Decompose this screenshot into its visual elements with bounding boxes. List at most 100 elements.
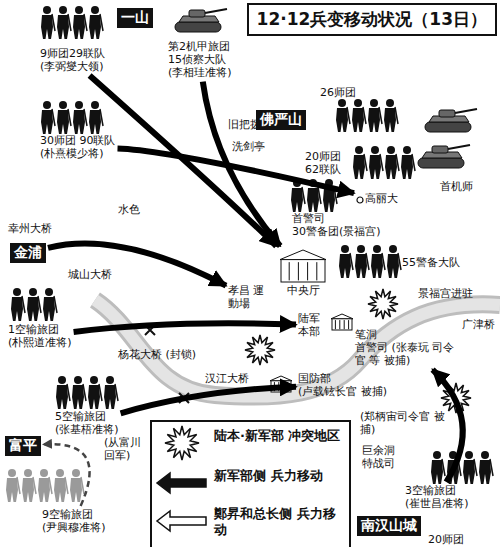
node-text: (卢载铉长官 被捕) <box>298 385 387 398</box>
legend-clash-symbol <box>165 426 199 460</box>
soldier-icon <box>369 146 383 179</box>
soldier-icon <box>41 101 55 134</box>
node-text: 15侦察大队 <box>168 53 232 66</box>
soldier-body <box>38 478 50 502</box>
soldier-body <box>339 254 351 278</box>
soldier-rifle <box>67 384 70 401</box>
node-text: 金浦 <box>14 244 42 262</box>
node-text: 一山 <box>121 9 149 27</box>
site-dot <box>356 196 364 204</box>
soldier-rifle <box>396 154 399 171</box>
soldier-icon <box>27 288 41 321</box>
building-column <box>289 262 290 280</box>
soldier-rifle <box>22 296 25 313</box>
soldier-body <box>57 15 69 39</box>
soldier-rifle <box>100 109 103 126</box>
dashed-move-arrow <box>43 444 90 506</box>
soldier-rifle <box>366 253 369 270</box>
map-label: 景福宫进驻 <box>418 287 473 300</box>
soldier-rifle <box>318 187 321 204</box>
unit-label: 1空输旅团(朴熙道准将) <box>8 323 72 349</box>
soldier-head <box>59 101 67 109</box>
soldier-rifle <box>100 14 103 31</box>
node-text: 第2机甲旅团 <box>168 40 232 53</box>
soldier-rifle <box>83 384 86 401</box>
soldier-icon <box>355 245 369 278</box>
node-text: 3空输旅团 <box>405 484 469 497</box>
soldier-head <box>355 146 363 154</box>
soldier-icon <box>22 469 36 502</box>
node-text: 孝昌 運動場 <box>228 284 268 310</box>
unit-label: 26师团 <box>320 86 356 99</box>
soldier-body <box>72 385 84 409</box>
tank-icon <box>175 9 227 32</box>
node-text: 1空输旅团 <box>8 323 72 336</box>
soldier-rifle <box>38 296 41 313</box>
soldier-rifle <box>302 187 305 204</box>
node-text: (朴熙道准将) <box>8 336 72 349</box>
soldier-body <box>431 460 443 484</box>
tank-barrel <box>448 145 470 149</box>
soldier-head <box>387 146 395 154</box>
soldier-icon <box>371 245 385 278</box>
map-label: (从富川 回军) <box>104 436 148 462</box>
soldier-icon <box>11 288 25 321</box>
soldier-rifle <box>382 253 385 270</box>
legend-text: 陆本·新军部 冲突地区 <box>214 428 342 444</box>
soldier-icon <box>104 376 118 409</box>
node-text: 国防部 <box>298 372 387 385</box>
place-box: 南汉山城 <box>357 516 421 536</box>
soldier-head <box>403 146 411 154</box>
building-column <box>307 262 308 280</box>
building-column <box>316 262 317 280</box>
soldier-body <box>479 460 491 484</box>
soldier-icon <box>57 6 71 39</box>
troop-move-arrow <box>121 387 296 414</box>
unit-label: 55警备大队 <box>402 256 460 269</box>
soldier-head <box>45 288 53 296</box>
soldier-icon <box>387 245 401 278</box>
soldier-icon <box>41 6 55 39</box>
soldier-head <box>59 6 67 14</box>
clash-symbol <box>245 335 275 365</box>
soldier-icon <box>70 469 84 502</box>
soldier-rifle <box>99 384 102 401</box>
troop-move-arrow <box>48 243 226 285</box>
map-label: 洗剑亭 <box>232 140 265 153</box>
soldier-body <box>41 110 53 134</box>
node-text: (张基梧准将) <box>55 423 119 436</box>
legend-box: 陆本·新军部 冲突地区新军部侧 兵力移动鄭昇和总长侧 兵力移动 <box>150 420 351 547</box>
soldier-rifle <box>380 154 383 171</box>
soldier-icon <box>336 99 350 132</box>
building-node: 陆军 本部 <box>298 312 328 338</box>
soldier-body <box>336 108 348 132</box>
unit-label: 3空输旅团(崔世昌准将) <box>405 484 469 510</box>
soldier-head <box>58 376 66 384</box>
node-text: (李相珪准将) <box>168 66 232 79</box>
soldier-icon <box>431 451 445 484</box>
soldier-icon <box>385 146 399 179</box>
soldier-rifle <box>84 14 87 31</box>
unit-label: 9师团29联队(李弼燮大领) <box>40 47 105 73</box>
soldier-head <box>91 6 99 14</box>
map-label: 广津桥 <box>462 318 495 331</box>
soldier-rifle <box>395 107 398 124</box>
soldier-body <box>463 460 475 484</box>
soldier-body <box>89 110 101 134</box>
node-text: (尹興穆准将) <box>42 521 106 534</box>
soldier-icon <box>73 6 87 39</box>
soldier-rifle <box>347 107 350 124</box>
soldier-rifle <box>363 107 366 124</box>
soldier-icon <box>463 451 477 484</box>
unit-label: 9空输旅团(尹興穆准将) <box>42 508 106 534</box>
soldier-body <box>323 188 335 212</box>
soldier-rifle <box>49 477 52 494</box>
title-text: 12·12兵变移动状况（13日） <box>257 8 487 31</box>
legend-arrow-sample <box>157 511 206 531</box>
soldier-body <box>369 155 381 179</box>
site-circle <box>357 197 363 203</box>
unit-label: 第2机甲旅团15侦察大队(李相珪准将) <box>168 40 232 80</box>
node-text: 高丽大 <box>365 192 398 205</box>
soldier-head <box>338 99 346 107</box>
